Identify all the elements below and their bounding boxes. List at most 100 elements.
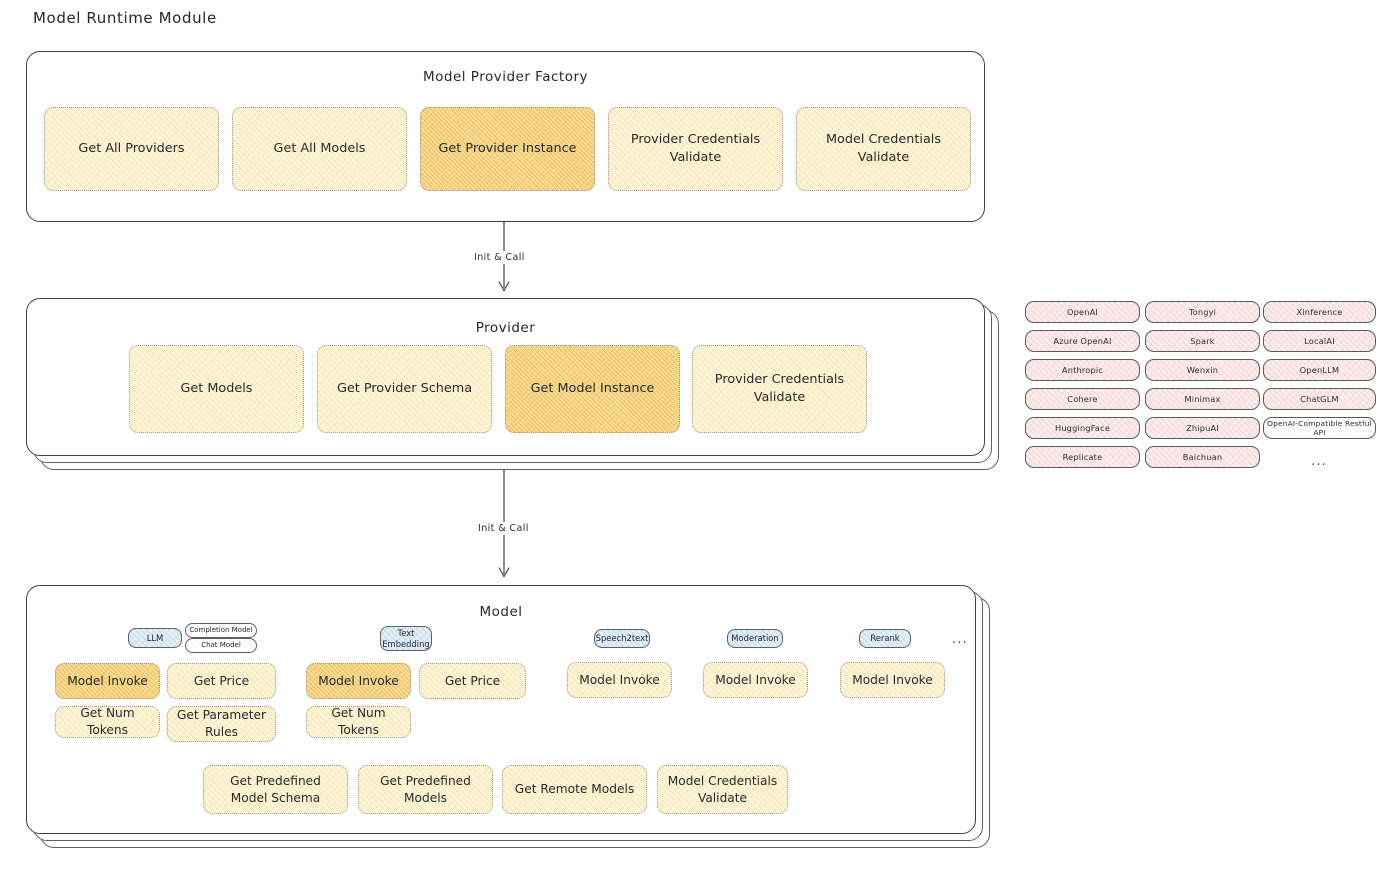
model-op-label: Model Invoke xyxy=(318,673,399,688)
provider-chip-azure-openai[interactable]: Azure OpenAI xyxy=(1025,330,1140,352)
provider-title: Provider xyxy=(475,320,536,336)
provider-chip-minimax[interactable]: Minimax xyxy=(1145,388,1260,410)
model-op-rerank-model-invoke[interactable]: Model Invoke xyxy=(840,662,945,698)
model-op-label: Get Num Tokens xyxy=(80,706,135,737)
factory-box-get-all-providers[interactable]: Get All Providers xyxy=(44,107,219,191)
provider-list-more-ellipsis: ... xyxy=(1311,454,1327,469)
model-op-label: Model Invoke xyxy=(67,673,148,688)
provider-box-label: Get Models xyxy=(180,381,253,397)
model-subtype-pill-chat-model[interactable]: Chat Model xyxy=(185,638,257,653)
model-op-llm-get-parameter-rules[interactable]: Get Parameter Rules xyxy=(167,706,276,742)
model-type-pill-speech2text[interactable]: Speech2text xyxy=(594,629,650,648)
arrow-label-init-and-call-1: Init & Call xyxy=(470,251,529,264)
factory-box-label: Get All Models xyxy=(273,141,366,157)
model-op-label: Model Invoke xyxy=(579,672,660,687)
factory-box-label: Model Credentials Validate xyxy=(825,132,942,165)
provider-box-get-model-instance[interactable]: Get Model Instance xyxy=(505,345,680,433)
provider-box-get-models[interactable]: Get Models xyxy=(129,345,304,433)
model-shared-op-label: Get Predefined Model Schema xyxy=(230,773,321,805)
factory-box-get-provider-instance[interactable]: Get Provider Instance xyxy=(420,107,595,191)
provider-chip-replicate[interactable]: Replicate xyxy=(1025,446,1140,468)
model-shared-op-label: Model Credentials Validate xyxy=(667,773,778,805)
provider-chip-label: ZhipuAI xyxy=(1186,423,1219,433)
provider-chip-label: Baichuan xyxy=(1182,452,1223,462)
model-subtype-label: Completion Model xyxy=(189,626,253,635)
model-shared-op-label: Get Remote Models xyxy=(514,782,635,797)
model-shared-op-model-credentials-validate[interactable]: Model Credentials Validate xyxy=(657,765,788,814)
factory-box-label: Get All Providers xyxy=(78,141,185,157)
provider-box-label: Get Model Instance xyxy=(530,381,655,397)
provider-chip-label: Azure OpenAI xyxy=(1053,336,1112,346)
provider-chip-label: HuggingFace xyxy=(1054,423,1111,433)
provider-chip-chatglm[interactable]: ChatGLM xyxy=(1263,388,1376,410)
provider-chip-label: OpenLLM xyxy=(1299,365,1340,375)
model-shared-op-label: Get Predefined Models xyxy=(380,773,471,805)
model-subtype-label: Chat Model xyxy=(201,641,241,650)
provider-chip-label: Spark xyxy=(1190,336,1215,346)
provider-chip-label: OpenAI-Compatible Restful API xyxy=(1267,419,1372,437)
model-type-pill-llm[interactable]: LLM xyxy=(128,628,182,648)
provider-box-provider-credentials-validate[interactable]: Provider Credentials Validate xyxy=(692,345,867,433)
model-shared-op-get-predefined-model-schema[interactable]: Get Predefined Model Schema xyxy=(203,765,348,814)
model-title: Model xyxy=(479,604,523,620)
provider-chip-openai[interactable]: OpenAI xyxy=(1025,301,1140,323)
provider-chip-huggingface[interactable]: HuggingFace xyxy=(1025,417,1140,439)
model-op-label: Get Num Tokens xyxy=(331,706,386,737)
provider-chip-spark[interactable]: Spark xyxy=(1145,330,1260,352)
model-type-label: Speech2text xyxy=(595,633,649,644)
provider-chip-baichuan[interactable]: Baichuan xyxy=(1145,446,1260,468)
provider-chip-openllm[interactable]: OpenLLM xyxy=(1263,359,1376,381)
model-op-embedding-get-price[interactable]: Get Price xyxy=(419,663,526,699)
provider-chip-wenxin[interactable]: Wenxin xyxy=(1145,359,1260,381)
model-op-llm-model-invoke[interactable]: Model Invoke xyxy=(55,663,160,699)
model-subtype-pill-completion-model[interactable]: Completion Model xyxy=(185,623,257,638)
model-op-label: Get Parameter Rules xyxy=(176,708,266,739)
model-op-embedding-model-invoke[interactable]: Model Invoke xyxy=(306,663,411,699)
factory-box-label: Provider Credentials Validate xyxy=(630,132,761,165)
model-op-label: Model Invoke xyxy=(715,672,796,687)
model-type-label: LLM xyxy=(146,632,164,643)
provider-chip-openai-compatible-restful-api[interactable]: OpenAI-Compatible Restful API xyxy=(1263,417,1376,439)
model-provider-factory-title: Model Provider Factory xyxy=(422,69,588,85)
provider-chip-label: Wenxin xyxy=(1186,365,1219,375)
provider-chip-label: Cohere xyxy=(1067,394,1098,404)
factory-box-label: Get Provider Instance xyxy=(438,141,577,157)
model-type-label: Text Embedding xyxy=(382,628,430,649)
model-op-moderation-model-invoke[interactable]: Model Invoke xyxy=(703,662,808,698)
arrow-label-init-and-call-2: Init & Call xyxy=(474,522,533,535)
provider-chip-label: OpenAI xyxy=(1066,307,1099,317)
page-title: Model Runtime Module xyxy=(33,9,217,27)
factory-box-model-credentials-validate[interactable]: Model Credentials Validate xyxy=(796,107,971,191)
model-type-label: Moderation xyxy=(731,633,779,644)
model-shared-op-get-predefined-models[interactable]: Get Predefined Models xyxy=(358,765,493,814)
provider-chip-label: Xinference xyxy=(1296,307,1343,317)
provider-chip-anthropic[interactable]: Anthropic xyxy=(1025,359,1140,381)
model-op-speech2text-model-invoke[interactable]: Model Invoke xyxy=(567,662,672,698)
model-type-pill-text-embedding[interactable]: Text Embedding xyxy=(380,626,432,651)
model-op-llm-get-price[interactable]: Get Price xyxy=(167,663,276,699)
factory-box-get-all-models[interactable]: Get All Models xyxy=(232,107,407,191)
provider-box-get-provider-schema[interactable]: Get Provider Schema xyxy=(317,345,492,433)
model-op-llm-get-num-tokens[interactable]: Get Num Tokens xyxy=(55,706,160,738)
model-op-label: Get Price xyxy=(444,673,501,688)
provider-box-label: Provider Credentials Validate xyxy=(714,372,845,405)
provider-chip-label: Tongyi xyxy=(1188,307,1217,317)
model-type-label: Rerank xyxy=(870,633,900,644)
provider-chip-localai[interactable]: LocalAI xyxy=(1263,330,1376,352)
model-type-pill-rerank[interactable]: Rerank xyxy=(859,629,911,648)
provider-chip-cohere[interactable]: Cohere xyxy=(1025,388,1140,410)
model-op-label: Model Invoke xyxy=(852,672,933,687)
model-op-embedding-get-num-tokens[interactable]: Get Num Tokens xyxy=(306,706,411,738)
provider-chip-xinference[interactable]: Xinference xyxy=(1263,301,1376,323)
provider-chip-zhipuai[interactable]: ZhipuAI xyxy=(1145,417,1260,439)
provider-box-label: Get Provider Schema xyxy=(336,381,473,397)
provider-chip-label: ChatGLM xyxy=(1300,394,1339,404)
provider-chip-label: Anthropic xyxy=(1061,365,1104,375)
model-shared-op-get-remote-models[interactable]: Get Remote Models xyxy=(502,765,647,814)
provider-chip-label: Replicate xyxy=(1062,452,1103,462)
provider-chip-label: LocalAI xyxy=(1304,336,1335,346)
factory-box-provider-credentials-validate[interactable]: Provider Credentials Validate xyxy=(608,107,783,191)
model-types-more-ellipsis: ... xyxy=(952,632,968,647)
model-type-pill-moderation[interactable]: Moderation xyxy=(727,629,783,648)
provider-chip-tongyi[interactable]: Tongyi xyxy=(1145,301,1260,323)
